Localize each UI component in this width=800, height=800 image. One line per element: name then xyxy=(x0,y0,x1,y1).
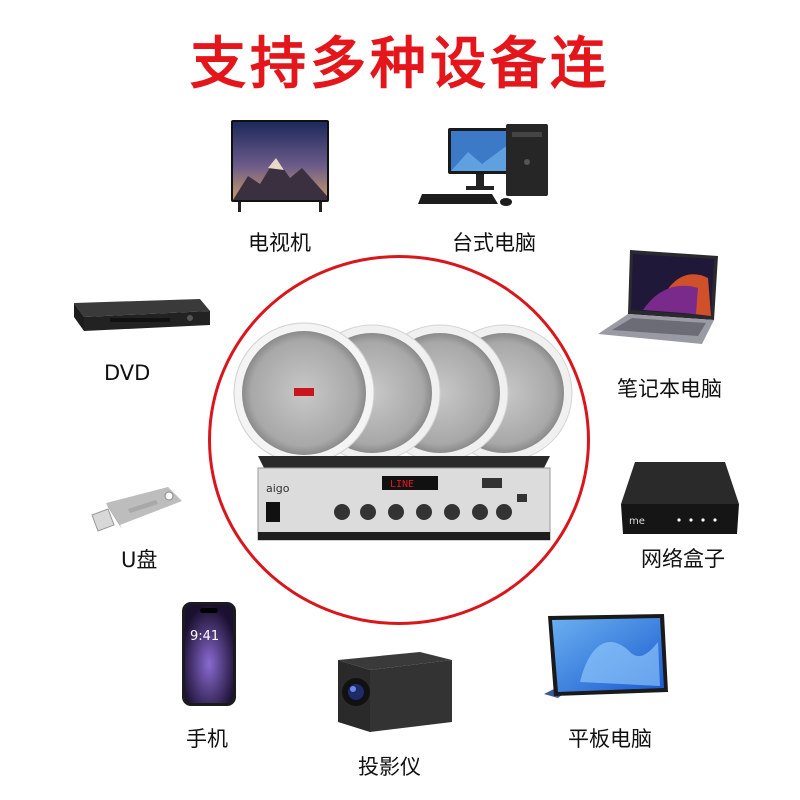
dvd-label: DVD xyxy=(104,361,151,385)
amp-display-text: LINE xyxy=(390,479,414,490)
tablet-label: 平板电脑 xyxy=(568,727,652,751)
projector-label: 投影仪 xyxy=(358,755,421,779)
network-box-image: me xyxy=(617,460,741,540)
dvd-player-image xyxy=(70,293,212,333)
tv-image xyxy=(228,118,332,218)
usb-drive-image xyxy=(86,485,186,535)
headline: 支持多种设备连 xyxy=(190,32,610,97)
projector-image xyxy=(328,648,458,734)
svg-text:me: me xyxy=(629,516,645,527)
usb-label: U盘 xyxy=(121,548,158,572)
laptop-label: 笔记本电脑 xyxy=(617,377,722,401)
product-group-image: aigo LINE xyxy=(232,318,577,548)
tv-label: 电视机 xyxy=(248,231,311,255)
svg-text:9:41: 9:41 xyxy=(190,629,219,644)
highlight-ring xyxy=(208,255,590,625)
desktop-computer-image xyxy=(418,122,553,210)
desktop-label: 台式电脑 xyxy=(452,231,536,255)
phone-image: 9:41 xyxy=(180,600,238,708)
phone-label: 手机 xyxy=(186,727,228,751)
network-box-label: 网络盒子 xyxy=(641,547,725,571)
tablet-image xyxy=(540,612,670,698)
laptop-image xyxy=(598,248,722,348)
amp-brand-text: aigo xyxy=(266,482,290,495)
